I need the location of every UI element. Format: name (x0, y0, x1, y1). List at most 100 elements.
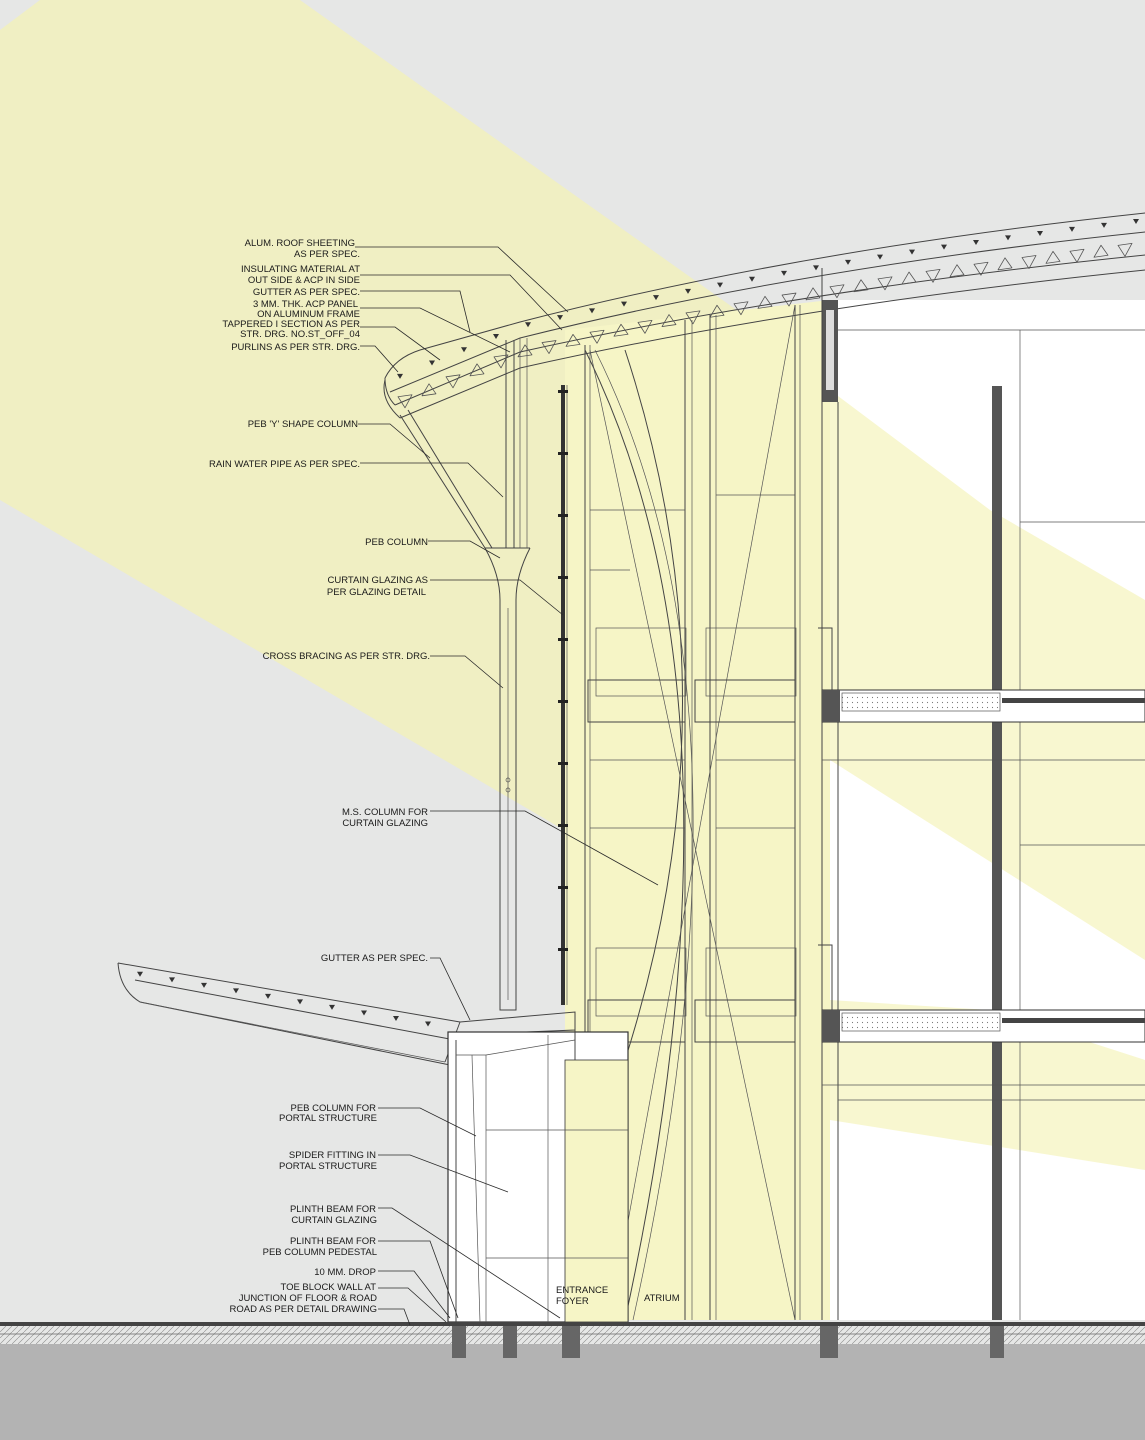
purlin-mark (1069, 226, 1075, 232)
glazing-tick (558, 514, 568, 517)
purlin-mark (813, 265, 819, 271)
truss-triangle (757, 295, 773, 309)
glazing-tick (558, 886, 568, 889)
label-cross-bracing: CROSS BRACING AS PER STR. DRG. (263, 651, 430, 662)
glazing-tick (558, 948, 568, 951)
truss-triangle (709, 304, 725, 318)
roof-truss (397, 242, 1133, 409)
label-rain-water-pipe: RAIN WATER PIPE AS PER SPEC. (209, 459, 360, 470)
glazing-tick (558, 638, 568, 641)
truss-triangle (853, 279, 869, 293)
purlin-mark (1037, 231, 1043, 237)
roof-purlins (397, 219, 1139, 379)
interior-light (830, 390, 1145, 960)
truss-triangle (565, 333, 581, 347)
truss-triangle (637, 319, 653, 334)
purlin-mark (589, 308, 595, 314)
glazing-ticks (558, 390, 568, 951)
purlin-mark (781, 270, 787, 276)
truss-triangle (997, 257, 1013, 271)
purlin-mark (941, 244, 947, 250)
truss-triangle (949, 264, 965, 278)
purlin-mark (1101, 222, 1107, 228)
label-peb-column: PEB COLUMN (365, 537, 428, 548)
glazing-tick (558, 390, 568, 393)
truss-triangle (493, 354, 509, 369)
truss-triangle (1021, 255, 1037, 269)
rain-water-pipe (505, 338, 528, 548)
purlin-mark (845, 259, 851, 265)
truss-triangle (805, 287, 821, 301)
label-gutter-bottom: GUTTER AS PER SPEC. (321, 953, 428, 964)
purlin-mark (297, 999, 303, 1005)
purlin-mark (557, 315, 563, 321)
purlin-mark (397, 373, 403, 379)
label-road: ROAD AS PER DETAIL DRAWING (230, 1304, 377, 1315)
truss-triangle (1069, 248, 1085, 263)
purlin-mark (265, 993, 271, 999)
truss-triangle (685, 310, 701, 325)
purlin-mark (973, 239, 979, 245)
glazing-tick (558, 452, 568, 455)
glazing-tick (558, 700, 568, 703)
peb-y-column (399, 409, 531, 1011)
purlin-mark (1133, 219, 1139, 225)
purlin-mark (429, 360, 435, 366)
purlin-mark (233, 988, 239, 994)
truss-triangle (901, 271, 917, 285)
truss-triangle (733, 301, 749, 316)
label-gutter-top: GUTTER AS PER SPEC. (253, 287, 360, 298)
purlin-mark (461, 347, 467, 353)
purlin-mark (425, 1021, 431, 1027)
canopy-purlins (137, 971, 431, 1027)
purlin-mark (361, 1010, 367, 1016)
atrium-frames (584, 304, 801, 1321)
curtain-glazing (561, 385, 568, 1005)
truss-triangle (421, 383, 437, 397)
leader-lines (355, 246, 659, 1326)
truss-triangle (541, 340, 557, 354)
purlin-mark (621, 301, 627, 307)
purlin-mark (909, 249, 915, 255)
truss-triangle (469, 363, 485, 377)
truss-triangle (1117, 242, 1133, 257)
label-purlins: PURLINS AS PER STR. DRG. (231, 342, 360, 353)
foundations (452, 1326, 1004, 1358)
label-atrium: ATRIUM (644, 1293, 680, 1304)
purlin-mark (329, 1004, 335, 1010)
truss-triangle (829, 284, 845, 299)
atrium-light (565, 300, 830, 1320)
label-y-column: PEB 'Y' SHAPE COLUMN (248, 419, 358, 430)
truss-triangle (1045, 250, 1061, 264)
glazing-tick (558, 824, 568, 827)
purlin-mark (393, 1015, 399, 1021)
portal-structure (447, 1030, 629, 1323)
truss-triangle (925, 268, 941, 283)
truss-triangle (613, 323, 629, 337)
truss-triangle (445, 374, 461, 389)
truss-triangle (517, 344, 533, 358)
purlin-mark (201, 982, 207, 988)
purlin-mark (493, 333, 499, 339)
atrium-balconies (587, 627, 797, 1043)
purlin-mark (717, 282, 723, 288)
purlin-mark (169, 977, 175, 983)
building-structure (818, 268, 1145, 1320)
label-drop: 10 MM. DROP (314, 1267, 376, 1278)
purlin-mark (653, 295, 659, 301)
purlin-mark (877, 254, 883, 260)
glazing-tick (558, 576, 568, 579)
purlin-mark (525, 322, 531, 328)
